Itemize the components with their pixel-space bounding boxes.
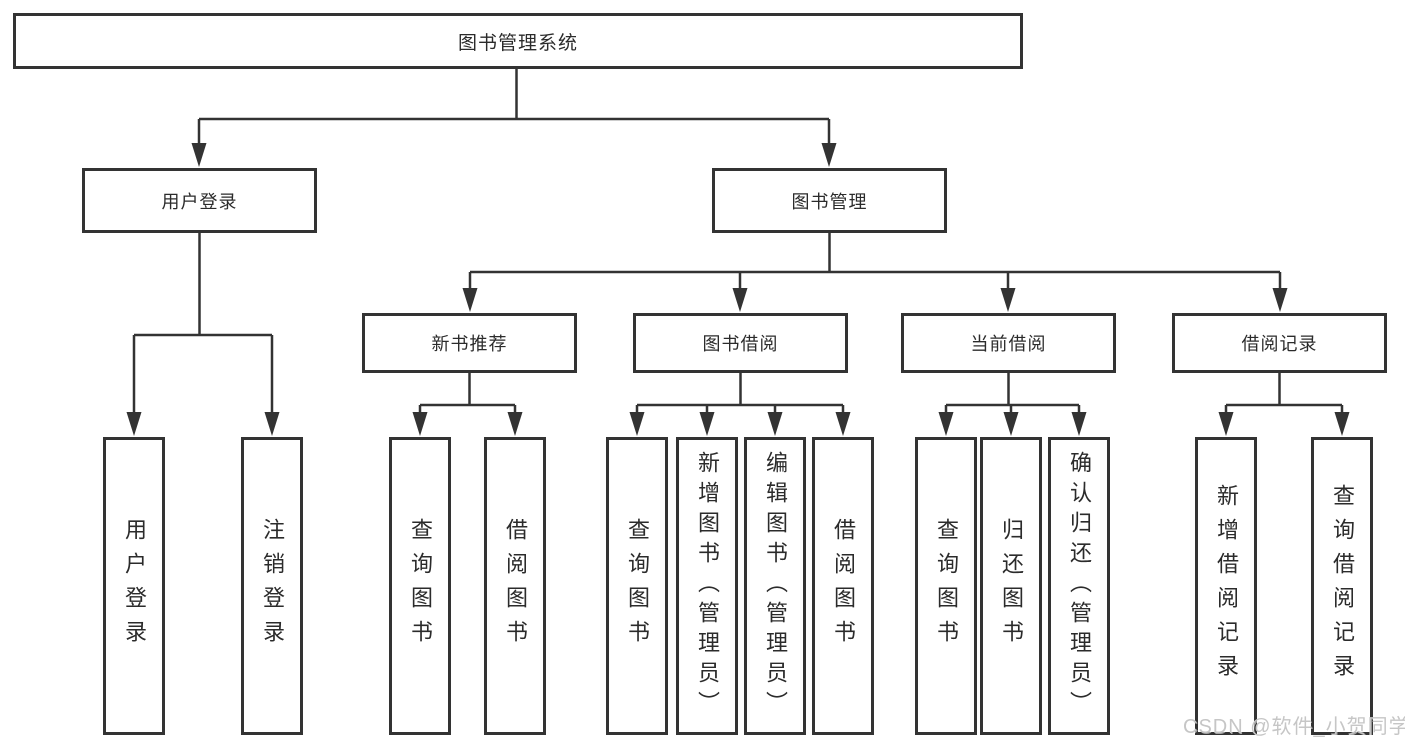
node-return-book: 归还图书 — [980, 437, 1042, 735]
node-book-management: 图书管理 — [712, 168, 947, 233]
node-query-borrow-record-label: 查询借阅记录 — [1330, 484, 1355, 688]
node-borrow-book-leaf: 借阅图书 — [812, 437, 874, 735]
node-current-borrow: 当前借阅 — [901, 313, 1116, 373]
node-return-book-label: 归还图书 — [999, 518, 1024, 654]
node-recommend-query-book: 查询图书 — [389, 437, 451, 735]
csdn-watermark: CSDN @软件_小贺同学 — [1183, 716, 1405, 738]
node-borrow-query-book-label: 查询图书 — [625, 518, 650, 654]
node-query-borrow-record: 查询借阅记录 — [1311, 437, 1373, 735]
node-user-login-leaf: 用户登录 — [103, 437, 165, 735]
node-edit-book-admin-label: 编辑图书（管理员） — [763, 451, 788, 721]
node-book-management-label: 图书管理 — [791, 191, 868, 212]
node-library-system-label: 图书管理系统 — [457, 32, 578, 54]
node-borrow-book-leaf-label: 借阅图书 — [831, 518, 856, 654]
node-borrow-records-label: 借阅记录 — [1241, 334, 1318, 354]
node-add-book-admin: 新增图书（管理员） — [676, 437, 738, 735]
node-book-borrow-label: 图书借阅 — [702, 334, 779, 354]
node-confirm-return-admin-label: 确认归还（管理员） — [1067, 451, 1092, 721]
node-edit-book-admin: 编辑图书（管理员） — [744, 437, 806, 735]
node-add-borrow-record-label: 新增借阅记录 — [1214, 484, 1239, 688]
node-add-book-admin-label: 新增图书（管理员） — [695, 451, 720, 721]
node-logout-label: 注销登录 — [260, 518, 285, 654]
node-new-book-recommend-label: 新书推荐 — [431, 334, 508, 354]
node-add-borrow-record: 新增借阅记录 — [1195, 437, 1257, 735]
node-recommend-borrow-book: 借阅图书 — [484, 437, 546, 735]
node-current-query-book: 查询图书 — [915, 437, 977, 735]
node-current-query-book-label: 查询图书 — [934, 518, 959, 654]
node-recommend-borrow-book-label: 借阅图书 — [503, 518, 528, 654]
node-book-borrow: 图书借阅 — [633, 313, 848, 373]
node-borrow-query-book: 查询图书 — [606, 437, 668, 735]
node-logout: 注销登录 — [241, 437, 303, 735]
node-user-login-label: 用户登录 — [161, 191, 238, 212]
node-confirm-return-admin: 确认归还（管理员） — [1048, 437, 1110, 735]
node-library-system: 图书管理系统 — [13, 13, 1023, 69]
node-user-login-leaf-label: 用户登录 — [122, 518, 147, 654]
node-recommend-query-book-label: 查询图书 — [408, 518, 433, 654]
node-borrow-records: 借阅记录 — [1172, 313, 1387, 373]
node-current-borrow-label: 当前借阅 — [970, 334, 1047, 354]
node-new-book-recommend: 新书推荐 — [362, 313, 577, 373]
node-user-login: 用户登录 — [82, 168, 317, 233]
